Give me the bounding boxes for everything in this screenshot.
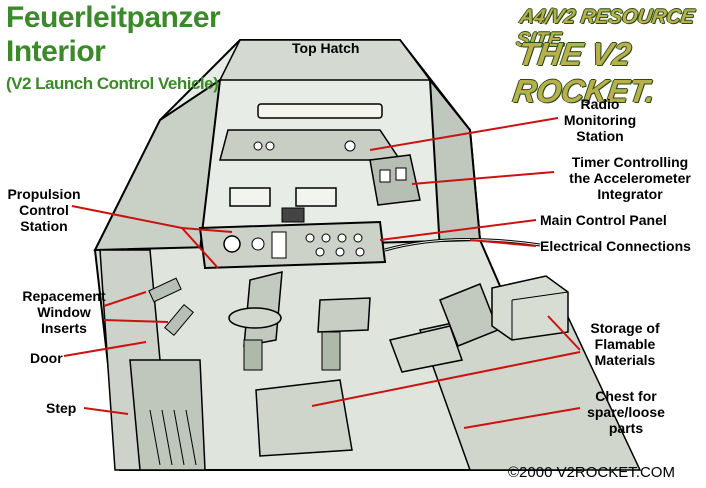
label-propulsion-line-1: Propulsion	[7, 186, 81, 202]
label-chest-line-2: spare/loose	[587, 404, 665, 420]
label-window-line-2: Window	[37, 304, 91, 320]
title-line-1: Feuerleitpanzer	[6, 1, 221, 34]
hull-right-side	[428, 76, 482, 252]
leader-chest	[463, 407, 581, 429]
leader-storage-a	[547, 315, 581, 351]
label-propulsion: Propulsion Control Station	[4, 186, 84, 234]
label-timer-line-3: Integrator	[597, 186, 663, 202]
title-line-2: Interior	[6, 35, 106, 68]
label-step: Step	[46, 400, 77, 416]
leader-storage-b	[311, 351, 581, 407]
label-storage: Storage of Flamable Materials	[580, 320, 670, 368]
label-chest: Chest for spare/loose parts	[580, 388, 672, 436]
label-radio-line-2: Monitoring	[563, 112, 637, 128]
label-electrical-connections: Electrical Connections	[540, 238, 691, 254]
main-control-panel	[198, 220, 387, 270]
step-panel	[129, 359, 206, 471]
window-insert-2	[164, 303, 194, 337]
leader-window-b	[103, 319, 169, 323]
leader-propulsion-a	[71, 205, 183, 229]
seat-right-cushion	[388, 325, 463, 373]
label-propulsion-line-2: Control	[19, 202, 69, 218]
label-chest-line-3: parts	[608, 420, 644, 436]
label-main-control-panel: Main Control Panel	[540, 212, 667, 228]
label-timer: Timer Controlling the Accelerometer Inte…	[556, 154, 704, 202]
label-storage-line-1: Storage of	[590, 320, 660, 336]
timer-box	[369, 154, 421, 206]
label-radio: Radio Monitoring Station	[560, 96, 640, 144]
leader-door	[63, 341, 147, 357]
storage-box	[491, 275, 569, 341]
label-timer-line-1: Timer Controlling	[571, 154, 689, 170]
hull-left-side	[93, 77, 222, 251]
label-radio-line-1: Radio	[580, 96, 620, 112]
label-window-inserts: Repacement Window Inserts	[14, 288, 114, 336]
leader-lines	[63, 117, 581, 429]
window-slot-left	[229, 187, 271, 207]
label-chest-line-1: Chest for	[595, 388, 657, 404]
label-radio-line-3: Station	[576, 128, 624, 144]
label-storage-line-3: Materials	[594, 352, 656, 368]
leader-radio	[369, 117, 559, 151]
label-window-line-3: Inserts	[41, 320, 87, 336]
leader-electrical	[469, 239, 537, 247]
leader-step	[83, 407, 129, 415]
chest-center	[255, 379, 353, 457]
label-door: Door	[30, 350, 63, 366]
label-timer-line-2: the Accelerometer	[569, 170, 691, 186]
radio-shelf	[219, 129, 402, 161]
label-window-line-1: Repacement	[22, 288, 106, 304]
leader-window-a	[103, 291, 147, 307]
label-top-hatch: Top Hatch	[292, 40, 360, 56]
seat-left-cushion	[228, 307, 282, 329]
leader-main-panel	[379, 219, 537, 241]
copyright-text: ©2000 V2ROCKET.COM	[508, 464, 675, 481]
subtitle: (V2 Launch Control Vehicle)	[6, 74, 219, 93]
leader-propulsion-b	[181, 227, 219, 269]
label-storage-line-2: Flamable	[594, 336, 656, 352]
seat-center	[317, 297, 371, 333]
label-propulsion-line-3: Station	[20, 218, 68, 234]
hatch-light	[257, 103, 383, 119]
leader-propulsion-c	[181, 227, 233, 233]
window-insert-1	[148, 277, 182, 303]
window-slot-right	[295, 187, 337, 207]
leader-timer	[411, 171, 555, 185]
